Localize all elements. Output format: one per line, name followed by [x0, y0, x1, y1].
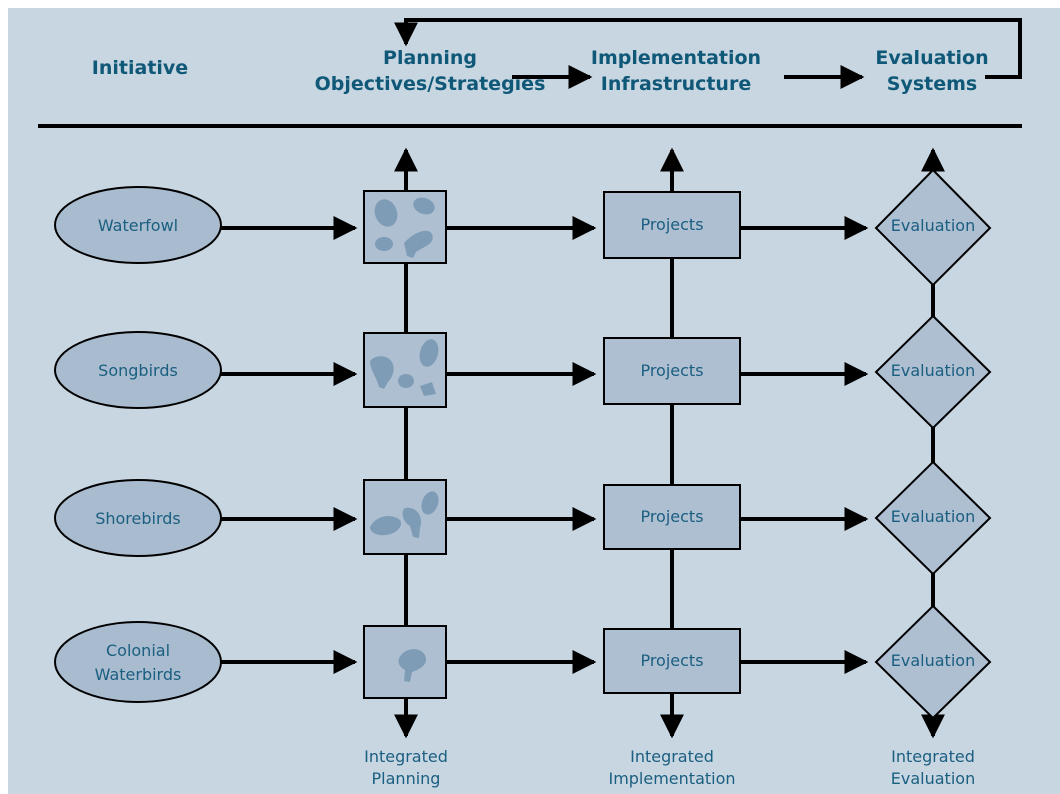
evaluation-diamond: [874, 168, 992, 287]
footer-planning-line1: Integrated: [364, 747, 448, 766]
initiative-oval: [54, 621, 222, 703]
project-box: [603, 628, 741, 694]
header-planning-line1: Planning: [383, 47, 477, 69]
planning-box: [363, 625, 447, 699]
footer-implementation-line2: Implementation: [608, 769, 735, 788]
habitat-shapes: [370, 491, 439, 538]
evaluation-label: Evaluation: [891, 651, 975, 670]
evaluation-label: Evaluation: [891, 361, 975, 380]
initiative-label-line2: Waterbirds: [95, 665, 182, 684]
row-waterfowl: Waterfowl Projects Evaluation: [54, 168, 992, 287]
evaluation-label: Evaluation: [891, 216, 975, 235]
initiative-label: Waterfowl: [98, 216, 178, 235]
header-initiative: Initiative: [92, 57, 188, 79]
row-songbirds: Songbirds Projects Evaluation: [54, 314, 992, 430]
evaluation-diamond: [874, 460, 992, 576]
project-label: Projects: [640, 215, 703, 234]
project-label: Projects: [640, 361, 703, 380]
footer-evaluation-line1: Integrated: [891, 747, 975, 766]
footer-implementation-line1: Integrated: [630, 747, 714, 766]
initiative-oval: [54, 186, 222, 264]
header-planning-line2: Objectives/Strategies: [315, 73, 546, 95]
planning-box: [363, 190, 447, 264]
initiative-label-line1: Colonial: [106, 641, 170, 660]
project-label: Projects: [640, 507, 703, 526]
initiative-label: Shorebirds: [95, 509, 181, 528]
feedback-loop-arrow: [394, 18, 1022, 79]
row-shorebirds: Shorebirds Projects Evaluation: [54, 460, 992, 576]
row-colonial-waterbirds: Colonial Waterbirds Projects Evaluation: [54, 604, 992, 720]
project-box: [603, 191, 741, 259]
header-implementation-line1: Implementation: [591, 47, 761, 69]
footer-evaluation-line2: Evaluation: [891, 769, 975, 788]
initiative-label: Songbirds: [98, 361, 178, 380]
header-evaluation-line2: Systems: [887, 73, 977, 95]
header-implementation-line2: Infrastructure: [601, 73, 751, 95]
habitat-shapes: [370, 339, 439, 396]
project-label: Projects: [640, 651, 703, 670]
footer-planning-line2: Planning: [372, 769, 441, 788]
evaluation-diamond: [874, 604, 992, 720]
habitat-shapes: [398, 649, 427, 682]
header-evaluation-line1: Evaluation: [875, 47, 988, 69]
evaluation-label: Evaluation: [891, 507, 975, 526]
initiative-oval: [54, 331, 222, 409]
evaluation-diamond: [874, 314, 992, 430]
habitat-shapes: [374, 197, 435, 258]
project-box: [603, 337, 741, 405]
